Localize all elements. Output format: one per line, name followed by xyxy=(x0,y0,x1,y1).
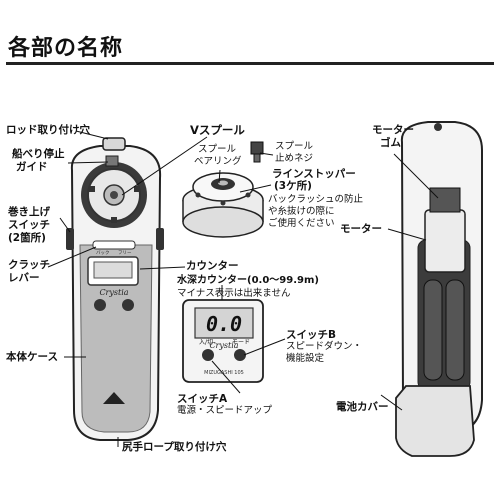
label-line-stopper-note2: や糸抜けの際に xyxy=(268,206,335,217)
label-clutch-line1: クラッチ xyxy=(8,259,50,271)
counter-mode-button-label: モード xyxy=(232,339,250,346)
counter-brand: Crystia xyxy=(209,341,238,350)
counter-power-button-label: 入/切 xyxy=(199,339,213,346)
label-switch-b-note2: 機能設定 xyxy=(286,353,325,364)
label-spool-screw-line1: スプール xyxy=(275,141,314,152)
label-battery-cover: 電池カバー xyxy=(336,401,389,413)
label-winding-line3: (2箇所) xyxy=(8,232,46,244)
motor-cutaway xyxy=(395,121,483,457)
label-line-stopper-note3: ご使用ください xyxy=(268,218,335,229)
counter-display-value: 0.0 xyxy=(206,312,242,336)
clutch-free-label: フリー xyxy=(118,250,132,256)
label-counter: カウンター xyxy=(186,260,239,272)
label-motor-rubber-line1: モーター xyxy=(372,124,414,136)
label-tail-rope: 尻手ロープ取り付け穴 xyxy=(122,441,227,453)
label-switch-b-note1: スピードダウン・ xyxy=(286,341,363,352)
label-minus-note: マイナス表示は出来ません xyxy=(177,288,291,299)
clutch-back-label: バック xyxy=(96,250,110,256)
label-spool-screw-line2: 止めネジ xyxy=(275,153,314,164)
label-motor-rubber-line2: ゴム xyxy=(380,137,401,149)
counter-model: MIZUGASHI 105 xyxy=(204,370,244,376)
label-clutch-line2: レバー xyxy=(8,272,40,284)
label-line-stopper-line2: (3ケ所) xyxy=(274,180,312,192)
body-brand: Crystia xyxy=(99,288,128,297)
label-depth-counter: 水深カウンター(0.0〜99.9m) xyxy=(177,275,319,286)
label-switch-a-note: 電源・スピードアップ xyxy=(177,405,273,416)
counter-detail xyxy=(182,299,264,383)
title-rule xyxy=(6,62,494,65)
label-v-spool: Vスプール xyxy=(190,123,245,137)
page-title: 各部の名称 xyxy=(8,36,124,61)
label-switch-b: スイッチB xyxy=(286,329,337,341)
spool-detail xyxy=(182,141,264,238)
label-rod-mount: ロッド取り付け穴 xyxy=(6,124,90,136)
label-spool-bearing-line2: ベアリング xyxy=(194,156,242,167)
leader-lines xyxy=(47,130,439,447)
label-line-stopper-line1: ラインストッパー xyxy=(272,168,356,180)
label-winding-line1: 巻き上げ xyxy=(8,206,50,218)
label-side-stop-line1: 船べり停止 xyxy=(12,148,65,160)
label-body-case: 本体ケース xyxy=(6,351,58,363)
label-spool-bearing-line1: スプール xyxy=(198,144,237,155)
label-motor: モーター xyxy=(340,223,382,235)
label-switch-a: スイッチA xyxy=(177,393,228,405)
label-line-stopper-note1: バックラッシュの防止 xyxy=(268,194,364,205)
label-winding-line2: スイッチ xyxy=(8,219,50,231)
reel-body xyxy=(66,137,164,441)
label-side-stop-line2: ガイド xyxy=(16,161,48,173)
